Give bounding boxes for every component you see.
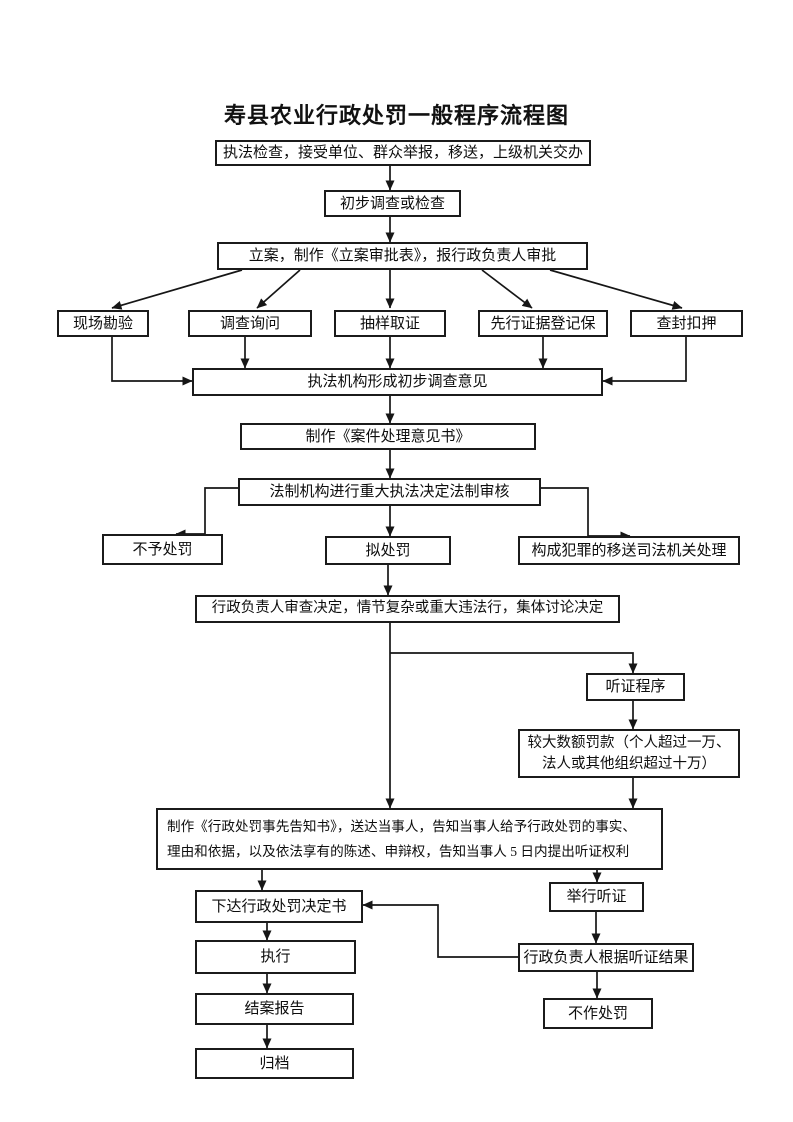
node-proposed-penalty: 拟处罚 — [325, 536, 451, 565]
node-archiving: 归档 — [195, 1048, 354, 1079]
flow-connector-review-judicial — [541, 487, 631, 541]
node-inquiry: 调查询问 — [188, 310, 312, 337]
prior-notice-line2: 理由和依据，以及依法享有的陈述、申辩权，告知当事人 5 日内提出听证权利 — [167, 844, 630, 859]
prior-notice-line1: 制作《行政处罚事先告知书》，送达当事人，告知当事人给予行政处罚的事实、 — [167, 819, 636, 834]
flow-connector-result-decision — [362, 900, 518, 958]
node-hearing-result: 行政负责人根据听证结果 — [518, 943, 694, 972]
flow-connector-seizure-opinion — [602, 337, 687, 386]
node-filing: 立案，制作《立案审批表》，报行政负责人审批 — [217, 242, 588, 270]
node-initial-check: 初步调查或检查 — [324, 190, 461, 217]
node-large-fine: 较大数额罚款（个人超过一万、 法人或其他组织超过十万） — [518, 729, 740, 778]
flow-connector-filing-scene — [111, 269, 243, 310]
node-penalty-decision: 下达行政处罚决定书 — [195, 890, 363, 923]
large-fine-line1: 较大数额罚款（个人超过一万、 — [527, 734, 731, 751]
node-judicial-transfer: 构成犯罪的移送司法机关处理 — [518, 536, 740, 565]
node-hearing-procedure: 听证程序 — [586, 673, 685, 701]
flow-connector-chief-hearingproc — [390, 652, 638, 674]
flow-connector-scene-opinion — [111, 337, 193, 386]
node-scene-survey: 现场勘验 — [57, 310, 149, 337]
node-hold-hearing: 举行听证 — [549, 882, 644, 912]
node-evidence-register: 先行证据登记保 — [478, 310, 608, 337]
flow-connector-filing-seizure — [549, 269, 683, 310]
node-chief-review: 行政负责人审查决定，情节复杂或重大违法行，集体讨论决定 — [195, 595, 620, 623]
node-intake: 执法检查，接受单位、群众举报，移送，上级机关交办 — [215, 140, 591, 166]
node-closing-report: 结案报告 — [195, 993, 354, 1025]
node-legal-review: 法制机构进行重大执法决定法制审核 — [238, 478, 541, 506]
node-no-penalty: 不予处罚 — [102, 534, 223, 565]
node-initial-opinion: 执法机构形成初步调查意见 — [192, 368, 603, 396]
node-prior-notice: 制作《行政处罚事先告知书》，送达当事人，告知当事人给予行政处罚的事实、 理由和依… — [156, 808, 663, 870]
flow-connector-filing-evidence — [481, 269, 533, 309]
large-fine-line2: 法人或其他组织超过十万） — [542, 755, 716, 772]
node-handling-opinion: 制作《案件处理意见书》 — [240, 423, 536, 450]
node-seizure: 查封扣押 — [630, 310, 743, 337]
node-no-punishment: 不作处罚 — [543, 998, 653, 1029]
flow-connector-filing-inquiry — [256, 269, 301, 309]
node-execution: 执行 — [195, 940, 356, 974]
page-title: 寿县农业行政处罚一般程序流程图 — [223, 103, 569, 128]
node-sampling: 抽样取证 — [334, 310, 446, 337]
flow-connector-review-nopenalty — [175, 487, 238, 539]
